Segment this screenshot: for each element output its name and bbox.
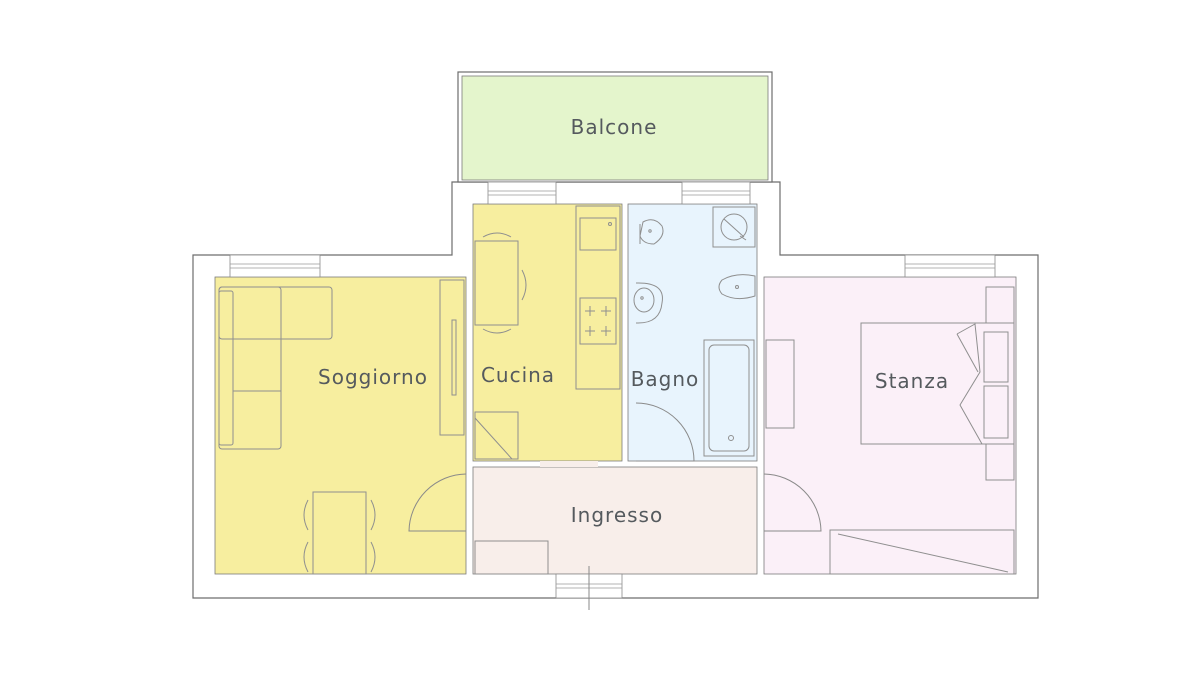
door-soggiorno[interactable]	[408, 473, 467, 532]
label-soggiorno: Soggiorno	[318, 365, 428, 389]
sofa	[218, 286, 333, 450]
room-soggiorno[interactable]	[214, 276, 467, 575]
soggiorno-furniture	[218, 279, 465, 575]
window-bagno	[681, 181, 751, 205]
room-fills	[214, 75, 1017, 575]
window-cucina	[487, 181, 557, 205]
room-balcone[interactable]	[461, 75, 769, 181]
label-ingresso: Ingresso	[571, 503, 663, 527]
window-stanza	[904, 254, 996, 278]
label-stanza: Stanza	[875, 369, 949, 393]
room-ingresso[interactable]	[472, 466, 758, 575]
cucina-furniture	[474, 205, 621, 460]
ingresso-furniture	[474, 540, 549, 575]
entry-cabinet	[474, 540, 549, 575]
stanza-furniture	[765, 286, 1015, 575]
nightstand-bottom	[985, 443, 1015, 481]
dining-table	[303, 491, 376, 575]
wardrobe-stanza	[829, 529, 1015, 575]
window-soggiorno	[229, 254, 321, 278]
sink-icon	[633, 282, 663, 324]
cabinet-corner	[474, 411, 519, 460]
kitchen-table	[474, 232, 527, 334]
room-labels: Balcone Soggiorno Cucina Bagno Stanza In…	[318, 115, 949, 527]
label-balcone: Balcone	[571, 115, 658, 139]
bed	[860, 322, 1015, 445]
washing-machine-icon	[712, 206, 756, 248]
wardrobe	[439, 279, 465, 436]
desk	[765, 339, 795, 429]
entrance-door[interactable]	[555, 566, 623, 610]
bathtub-icon	[703, 339, 755, 457]
windows	[229, 181, 996, 610]
room-stanza[interactable]	[763, 276, 1017, 575]
door-bagno[interactable]	[635, 402, 695, 462]
nightstand-top	[985, 286, 1015, 324]
doors	[408, 402, 822, 532]
door-cucina-gap	[540, 461, 598, 467]
door-stanza[interactable]	[763, 473, 822, 532]
stove-icon	[579, 297, 617, 345]
label-bagno: Bagno	[631, 367, 700, 391]
kitchen-counter	[575, 205, 621, 390]
label-cucina: Cucina	[481, 363, 555, 387]
toilet-icon	[639, 219, 664, 245]
bidet-icon	[718, 274, 756, 300]
bagno-fixtures	[633, 206, 756, 457]
